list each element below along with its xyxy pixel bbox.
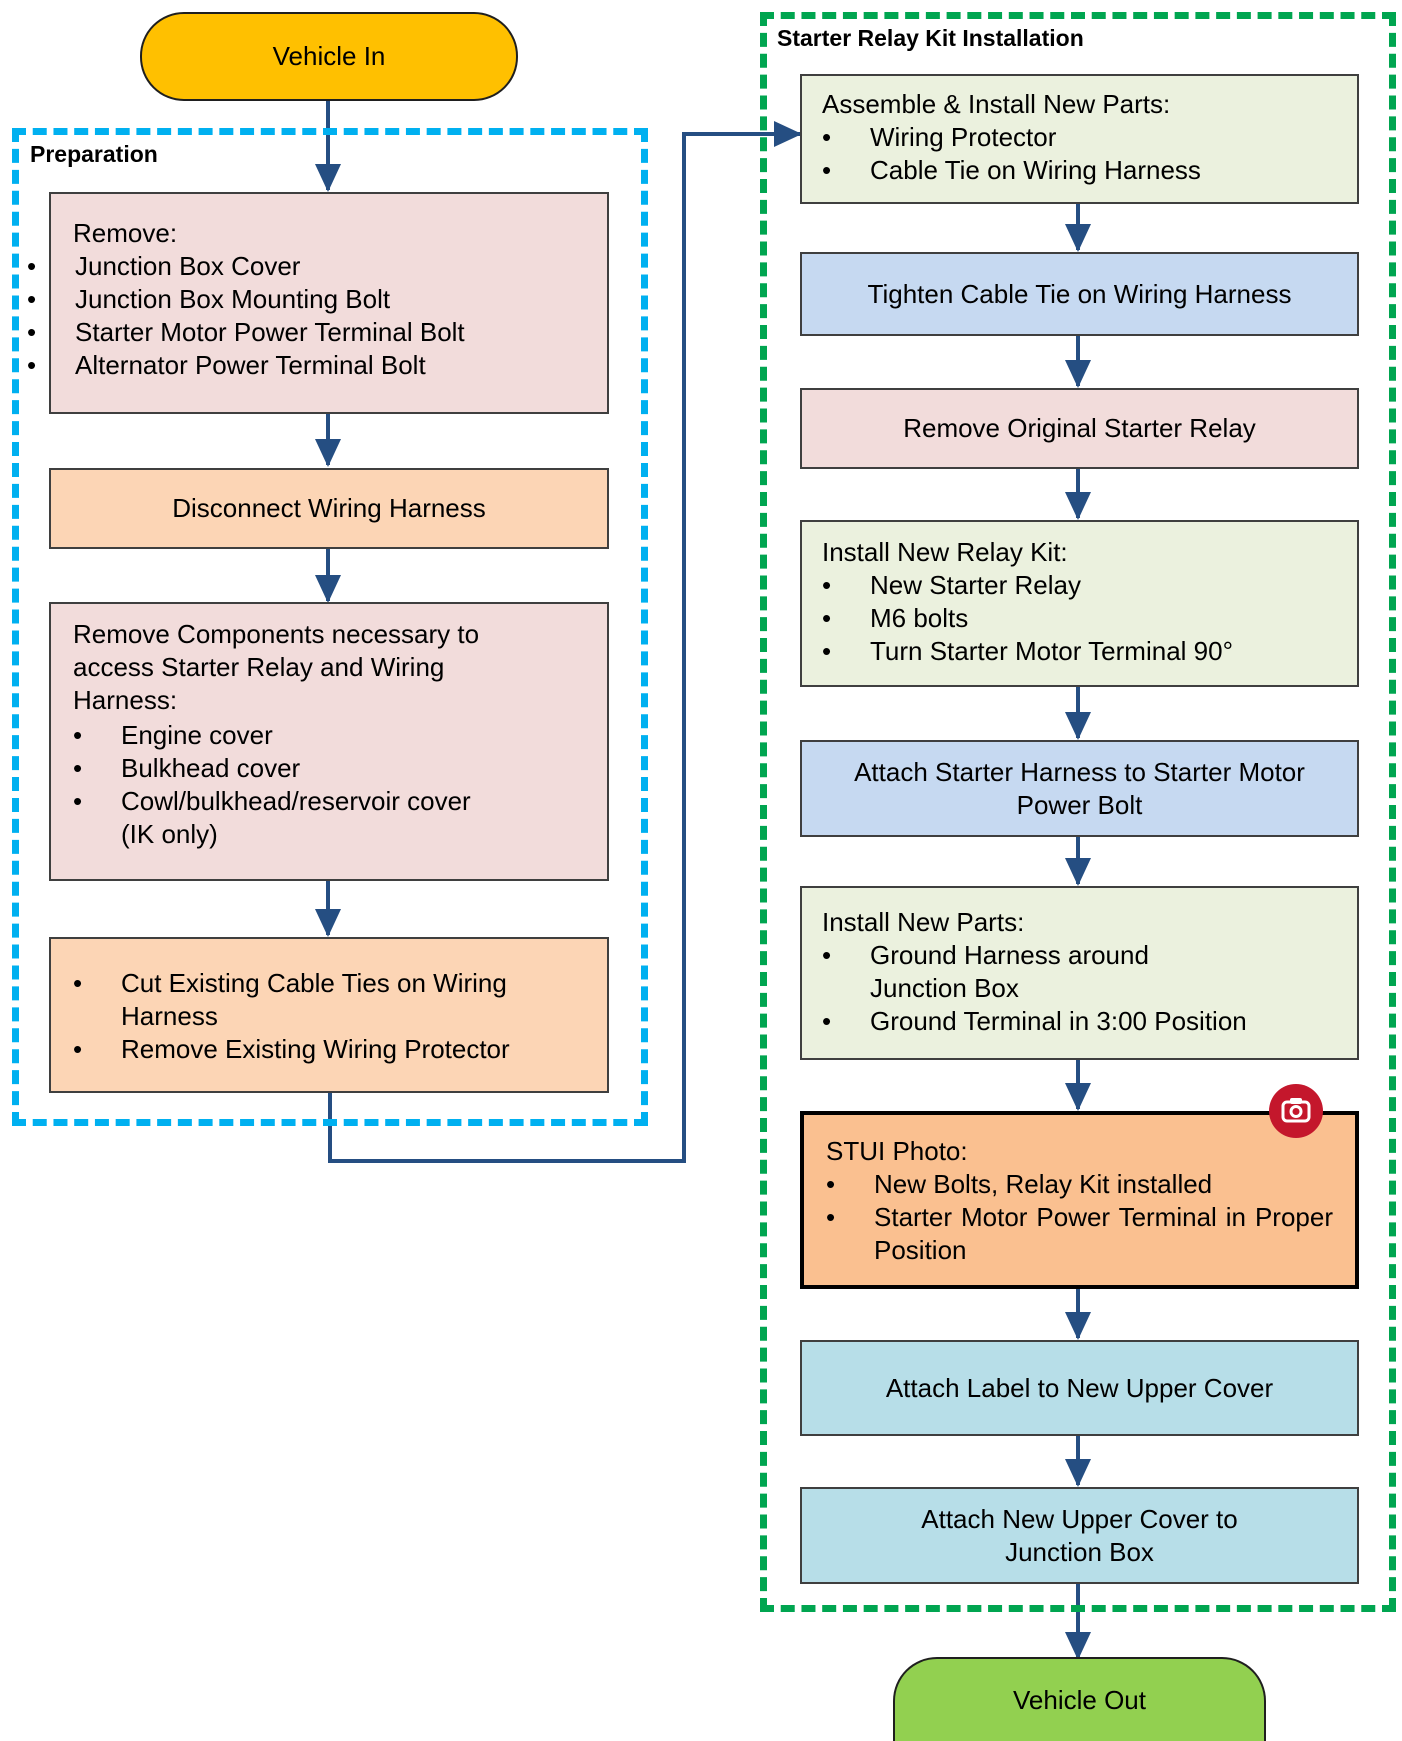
camera-icon [1269,1084,1323,1138]
list-item: New Bolts, Relay Kit installed [826,1168,1333,1201]
step-attach-label: Attach Label to New Upper Cover [800,1340,1359,1436]
list-item: Ground Harness around Junction Box [822,939,1337,1005]
start-terminal: Vehicle In [140,12,518,101]
list-item: Junction Box Cover [27,250,587,283]
list-item: New Starter Relay [822,569,1337,602]
list-item: Cut Existing Cable Ties on Wiring Harnes… [73,967,587,1033]
list-item: Cable Tie on Wiring Harness [822,154,1337,187]
group-preparation [12,128,648,1126]
list-item: M6 bolts [822,602,1337,635]
list-item: Bulkhead cover [73,752,587,785]
list-item: Turn Starter Motor Terminal 90° [822,635,1337,668]
list-item: Alternator Power Terminal Bolt [27,349,587,382]
step-install-relay-kit-list: New Starter Relay M6 bolts Turn Starter … [822,569,1337,668]
step-remove-components-heading: Remove Components necessary to access St… [73,619,480,715]
step-install-new-parts-heading: Install New Parts: [822,907,1025,937]
step-assemble-install: Assemble & Install New Parts: Wiring Pro… [800,74,1359,204]
list-item: Engine cover [73,719,587,752]
arrow-cut-to-assemble [328,121,802,1163]
step-remove-components-list: Engine cover Bulkhead cover Cowl/bulkhea… [73,719,587,851]
step-remove-components: Remove Components necessary to access St… [49,602,609,881]
list-item: Starter Motor Power Terminal in Proper P… [826,1201,1333,1267]
step-stui-photo-heading: STUI Photo: [826,1136,968,1166]
step-attach-starter-harness: Attach Starter Harness to Starter Motor … [800,740,1359,837]
list-item: Remove Existing Wiring Protector [73,1033,587,1066]
step-attach-upper-cover: Attach New Upper Cover to Junction Box [800,1487,1359,1584]
step-cut-cable-ties-list: Cut Existing Cable Ties on Wiring Harnes… [73,967,587,1066]
step-cut-cable-ties: Cut Existing Cable Ties on Wiring Harnes… [49,937,609,1093]
step-install-new-parts: Install New Parts: Ground Harness around… [800,886,1359,1060]
step-assemble-install-heading: Assemble & Install New Parts: [822,89,1171,119]
end-terminal: Vehicle Out [893,1657,1266,1741]
list-item: Wiring Protector [822,121,1337,154]
list-item: Junction Box Mounting Bolt [27,283,587,316]
step-install-relay-kit: Install New Relay Kit: New Starter Relay… [800,520,1359,687]
list-item: Ground Terminal in 3:00 Position [822,1005,1337,1038]
step-stui-photo-list: New Bolts, Relay Kit installed Starter M… [826,1168,1333,1267]
list-item: Cowl/bulkhead/reservoir cover (IK only) [73,785,587,851]
step-install-new-parts-list: Ground Harness around Junction Box Groun… [822,939,1337,1038]
step-disconnect-harness: Disconnect Wiring Harness [49,468,609,549]
step-remove-heading: Remove: [73,218,178,248]
step-install-relay-kit-heading: Install New Relay Kit: [822,537,1068,567]
group-preparation-label: Preparation [30,141,158,167]
step-assemble-install-list: Wiring Protector Cable Tie on Wiring Har… [822,121,1337,187]
step-remove-original-relay: Remove Original Starter Relay [800,388,1359,469]
group-installation-label: Starter Relay Kit Installation [777,25,1084,51]
group-installation [760,12,1396,1612]
step-remove-list: Junction Box Cover Junction Box Mounting… [27,250,587,382]
step-tighten-cable-tie: Tighten Cable Tie on Wiring Harness [800,252,1359,336]
step-stui-photo: STUI Photo: New Bolts, Relay Kit install… [800,1111,1359,1289]
step-remove: Remove: Junction Box Cover Junction Box … [27,192,609,414]
list-item: Starter Motor Power Terminal Bolt [27,316,587,349]
